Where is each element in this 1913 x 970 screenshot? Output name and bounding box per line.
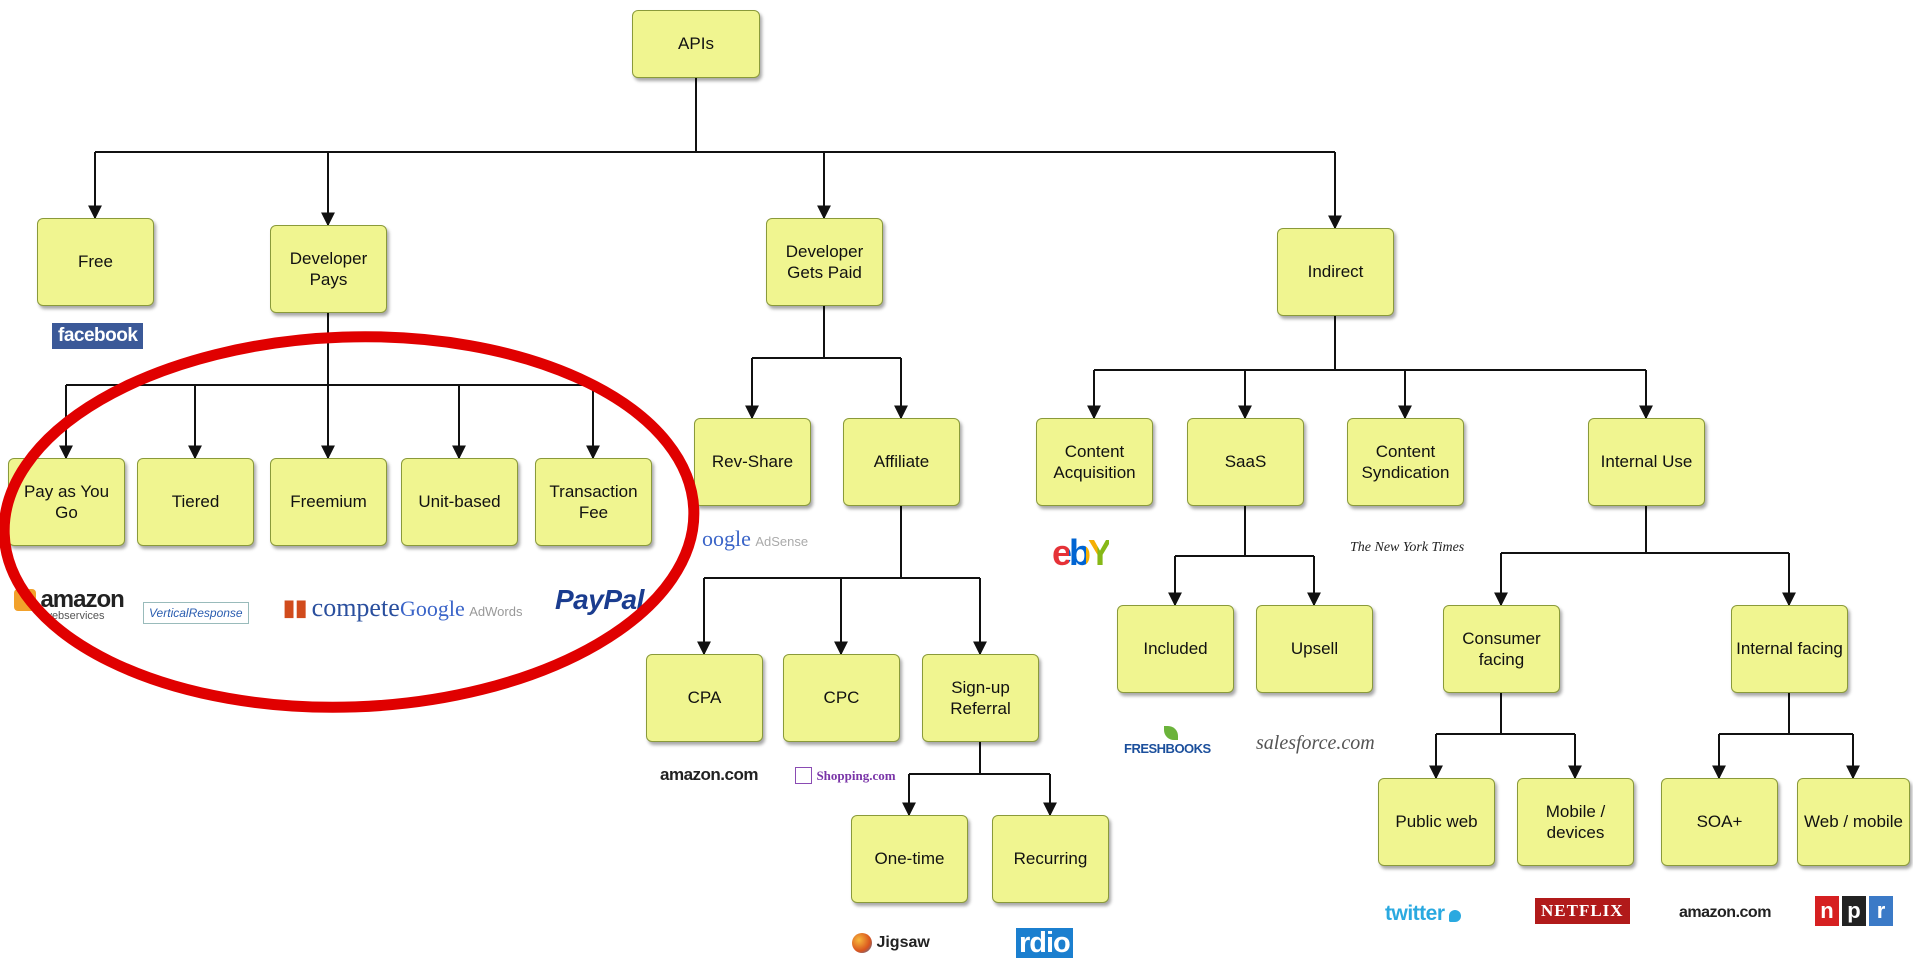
facebook-logo: facebook: [52, 323, 144, 349]
jigsaw-globe-icon: [852, 933, 872, 953]
adwords-wordmark: AdWords: [469, 604, 523, 619]
aws-cubes-icon: [14, 589, 36, 611]
nyt-logo: The New York Times: [1350, 540, 1465, 555]
jigsaw-wordmark: Jigsaw: [876, 934, 930, 951]
ebay-logo: ebY: [1052, 532, 1112, 574]
node-signup-referral: Sign-up Referral: [922, 654, 1039, 742]
npr-letter-r: r: [1869, 896, 1893, 926]
npr-letter-p: p: [1842, 896, 1866, 926]
salesforce-logo: salesforce.com: [1256, 732, 1375, 755]
npr-letter-n: n: [1815, 896, 1839, 926]
node-soa: SOA+: [1661, 778, 1778, 866]
node-content-acquisition: Content Acquisition: [1036, 418, 1153, 506]
node-tiered: Tiered: [137, 458, 254, 546]
node-free: Free: [37, 218, 154, 306]
paypal-logo: PayPal: [555, 584, 644, 615]
node-public-web: Public web: [1378, 778, 1495, 866]
node-internal-facing: Internal facing: [1731, 605, 1848, 693]
twitter-logo: twitter: [1385, 902, 1461, 926]
google-partial-wordmark: oogle: [702, 526, 751, 551]
netflix-logo: NETFLIX: [1535, 898, 1630, 924]
node-mobile-devices: Mobile / devices: [1517, 778, 1634, 866]
node-transaction-fee: Transaction Fee: [535, 458, 652, 546]
node-cpc: CPC: [783, 654, 900, 742]
node-unit-based: Unit-based: [401, 458, 518, 546]
node-included: Included: [1117, 605, 1234, 693]
freshbooks-leaf-icon: [1164, 726, 1178, 740]
ebay-wordmark: ebY: [1052, 532, 1112, 573]
amazon-wordmark: amazon: [40, 586, 124, 613]
node-content-syndication: Content Syndication: [1347, 418, 1464, 506]
shopping-com-logo: Shopping.com: [795, 767, 896, 785]
twitter-wordmark: twitter: [1385, 902, 1445, 925]
node-developer-pays: Developer Pays: [270, 225, 387, 313]
node-apis: APIs: [632, 10, 760, 78]
google-wordmark: Google: [400, 596, 465, 621]
compete-wordmark: compete: [311, 593, 400, 622]
node-consumer-facing: Consumer facing: [1443, 605, 1560, 693]
adsense-wordmark: AdSense: [755, 534, 809, 549]
node-developer-gets-paid: Developer Gets Paid: [766, 218, 883, 306]
jigsaw-logo: Jigsaw: [852, 933, 930, 953]
salesforce-wordmark: salesforce.com: [1256, 732, 1375, 754]
shopping-wordmark: Shopping.com: [816, 767, 896, 783]
rdio-logo: rdio: [1016, 928, 1073, 958]
google-adsense-logo: oogle AdSense: [702, 526, 808, 552]
node-web-mobile: Web / mobile: [1797, 778, 1910, 866]
node-affiliate: Affiliate: [843, 418, 960, 506]
node-rev-share: Rev-Share: [694, 418, 811, 506]
node-internal-use: Internal Use: [1588, 418, 1705, 506]
shopping-cart-icon: [795, 767, 812, 785]
node-upsell: Upsell: [1256, 605, 1373, 693]
node-freemium: Freemium: [270, 458, 387, 546]
compete-bars-icon: ▮▮: [283, 595, 308, 620]
freshbooks-wordmark: FRESHBOOKS: [1124, 741, 1211, 756]
amazon-com-logo: amazon.com: [660, 765, 758, 784]
amazon-webservices-logo: amazon webservices: [14, 586, 125, 622]
node-indirect: Indirect: [1277, 228, 1394, 316]
node-one-time: One-time: [851, 815, 968, 903]
node-saas: SaaS: [1187, 418, 1304, 506]
node-cpa: CPA: [646, 654, 763, 742]
compete-logo: ▮▮ compete: [283, 593, 400, 623]
node-pay-as-you-go: Pay as You Go: [8, 458, 125, 546]
amazon-com-logo-2: amazon.com: [1679, 904, 1771, 921]
node-recurring: Recurring: [992, 815, 1109, 903]
freshbooks-logo: FRESHBOOKS: [1124, 726, 1211, 758]
twitter-bird-icon: [1448, 909, 1461, 922]
google-adwords-logo: Google AdWords: [400, 596, 522, 622]
vertical-response-logo: VerticalResponse: [143, 602, 249, 624]
